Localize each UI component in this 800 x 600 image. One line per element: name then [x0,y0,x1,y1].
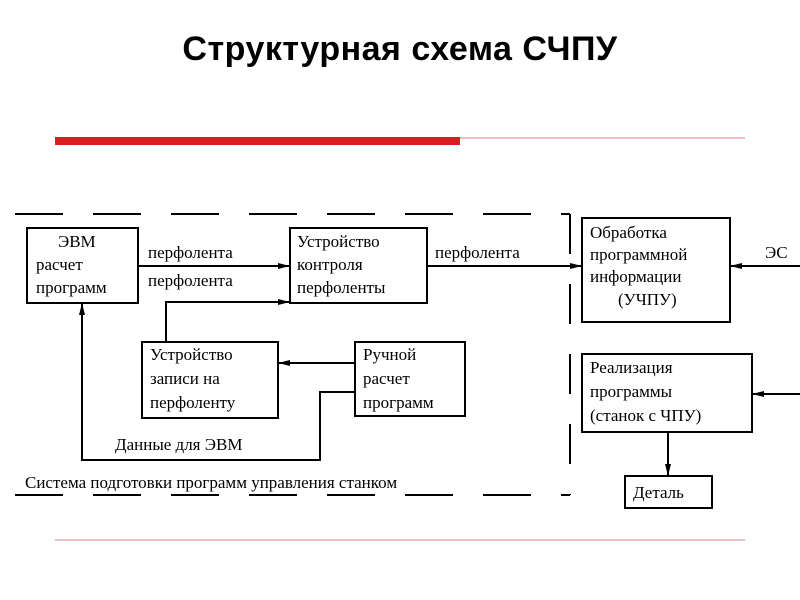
box-implementation-text: Реализация программы (станок с ЧПУ) [590,358,701,425]
label-tape-1: перфолента [148,243,233,262]
box-implementation [581,353,753,433]
box-part [624,475,713,509]
box-processing [581,217,731,323]
box-tape-control-text: Устройство контроля перфоленты [297,232,386,297]
box-manual-calc [354,341,466,417]
box-processing-text: Обработка программной информации (УЧПУ) [590,223,692,309]
box-evm-text: ЭВМ расчет программ [36,232,107,297]
system-boundary [15,213,571,496]
label-tape-2: перфолента [148,271,233,290]
box-tape-control [289,227,428,304]
box-tape-writer-text: Устройство записи на перфоленту [150,345,237,412]
arrow-manual-to-evm [79,303,355,461]
label-system: Система подготовки программ управления с… [25,473,397,492]
box-tape-writer [141,341,279,419]
accent-bar [55,137,460,145]
label-es: ЭС [765,243,788,262]
slide-title: Структурная схема СЧПУ [182,30,618,68]
label-tape-3: перфолента [435,243,520,262]
box-part-text: Деталь [633,483,684,502]
box-manual-calc-text: Ручной расчет программ [363,345,434,412]
arrow-writer-to-control [165,299,290,342]
label-evm-data: Данные для ЭВМ [115,435,242,454]
